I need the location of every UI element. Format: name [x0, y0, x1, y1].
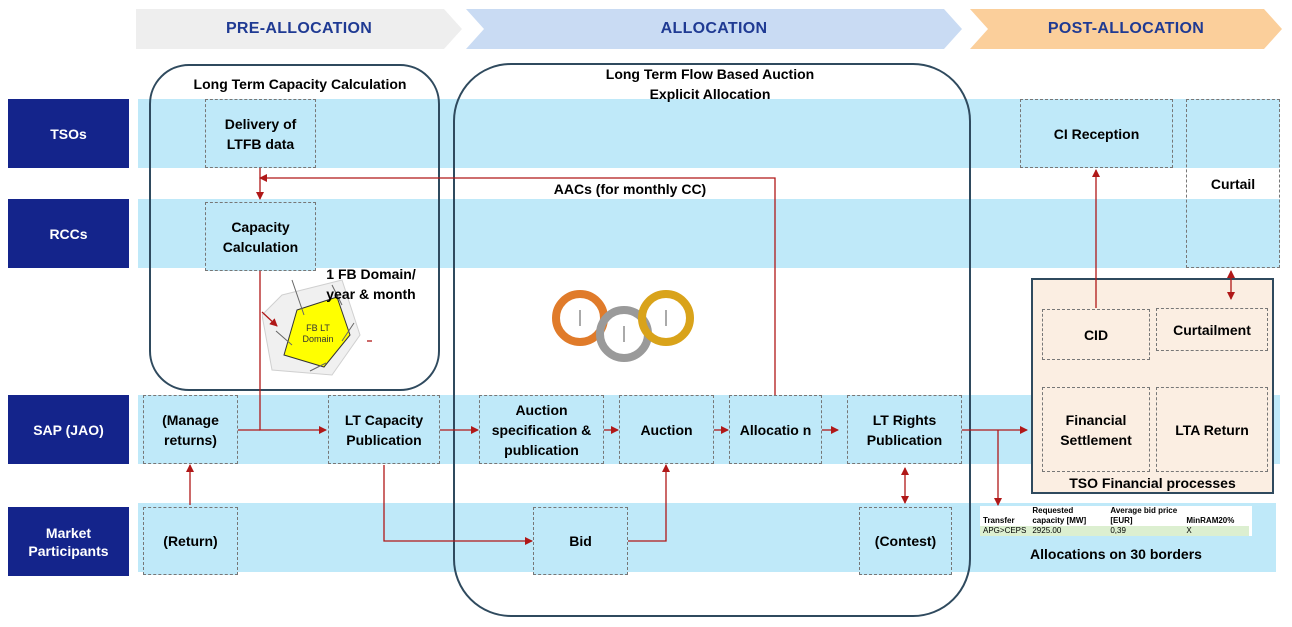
box-cid: CID — [1042, 309, 1150, 360]
table-cell: 0,39 — [1107, 526, 1184, 536]
box-bid: Bid — [533, 507, 628, 575]
table-cell: X — [1183, 526, 1250, 536]
table-cell: 2925.00 — [1029, 526, 1108, 536]
phase-post-allocation: POST-ALLOCATION — [970, 9, 1282, 49]
phase-arrow-shape — [970, 9, 1282, 49]
fb-lt-domain-label: FB LT Domain — [302, 323, 334, 344]
group-title-explicit-allocation: Explicit Allocation — [649, 86, 771, 102]
phase-pre-allocation: PRE-ALLOCATION — [136, 9, 462, 49]
group-title-long-term-capacity: Long Term Capacity Calculation — [193, 76, 407, 92]
lane-label-tsos: TSOs — [8, 99, 129, 168]
box-contest: (Contest) — [859, 507, 952, 575]
box-lta-return: LTA Return — [1156, 387, 1268, 472]
cycle-icon — [548, 282, 698, 370]
box-financial-settlement: Financial Settlement — [1042, 387, 1150, 472]
table-header-transfer: Transfer — [983, 516, 1015, 525]
box-delivery-ltfb: Delivery of LTFB data — [205, 99, 316, 168]
group-flow-based-auction — [453, 63, 971, 617]
box-return: (Return) — [143, 507, 238, 575]
phase-allocation: ALLOCATION — [466, 9, 962, 49]
box-curtail: Curtail — [1186, 99, 1280, 268]
box-auction: Auction — [619, 395, 714, 464]
aacs-label: AACs (for monthly CC) — [553, 181, 707, 197]
allocations-table: Transfer Requested capacity [MW] Average… — [980, 506, 1252, 536]
phase-pre-label: PRE-ALLOCATION — [225, 20, 373, 37]
phase-post-label: POST-ALLOCATION — [1047, 20, 1205, 37]
box-capacity-calculation: Capacity Calculation — [205, 202, 316, 271]
fb-domain-illustration: FB LT Domain — [261, 275, 366, 385]
group-long-term-capacity — [149, 64, 440, 391]
table-header-minram: MinRAM20% — [1186, 516, 1235, 525]
table-cell: APG>CEPS — [980, 526, 1030, 536]
phase-allocation-label: ALLOCATION — [660, 20, 768, 37]
fb-domain-label: 1 FB Domain/ year & month — [326, 266, 416, 302]
fb-domain-pentagon — [261, 279, 361, 376]
box-manage-returns: (Manage returns) — [143, 395, 238, 464]
lane-label-market: Market Participants — [8, 507, 129, 576]
lane-label-rccs: RCCs — [8, 199, 129, 268]
band-rccs — [138, 199, 1280, 268]
group-title-tso-financial: TSO Financial processes — [1069, 475, 1236, 491]
box-lt-rights-publication: LT Rights Publication — [847, 395, 962, 464]
lane-label-sap: SAP (JAO) — [8, 395, 129, 464]
cycle-rings — [552, 290, 694, 362]
box-curtailment: Curtailment — [1156, 308, 1268, 351]
table-header-price: Average bid price [EUR] — [1110, 506, 1178, 525]
phase-arrow-shape — [136, 9, 462, 49]
allocations-label: Allocations on 30 borders — [1030, 546, 1202, 562]
phase-arrow-shape — [466, 9, 962, 49]
table-header-capacity: Requested capacity [MW] — [1032, 506, 1087, 525]
box-lt-capacity-publication: LT Capacity Publication — [328, 395, 440, 464]
group-title-flow-based-auction: Long Term Flow Based Auction — [605, 66, 815, 82]
box-auction-specification: Auction specification & publication — [479, 395, 604, 464]
box-ci-reception: CI Reception — [1020, 99, 1173, 168]
box-allocation: Allocatio n — [729, 395, 822, 464]
